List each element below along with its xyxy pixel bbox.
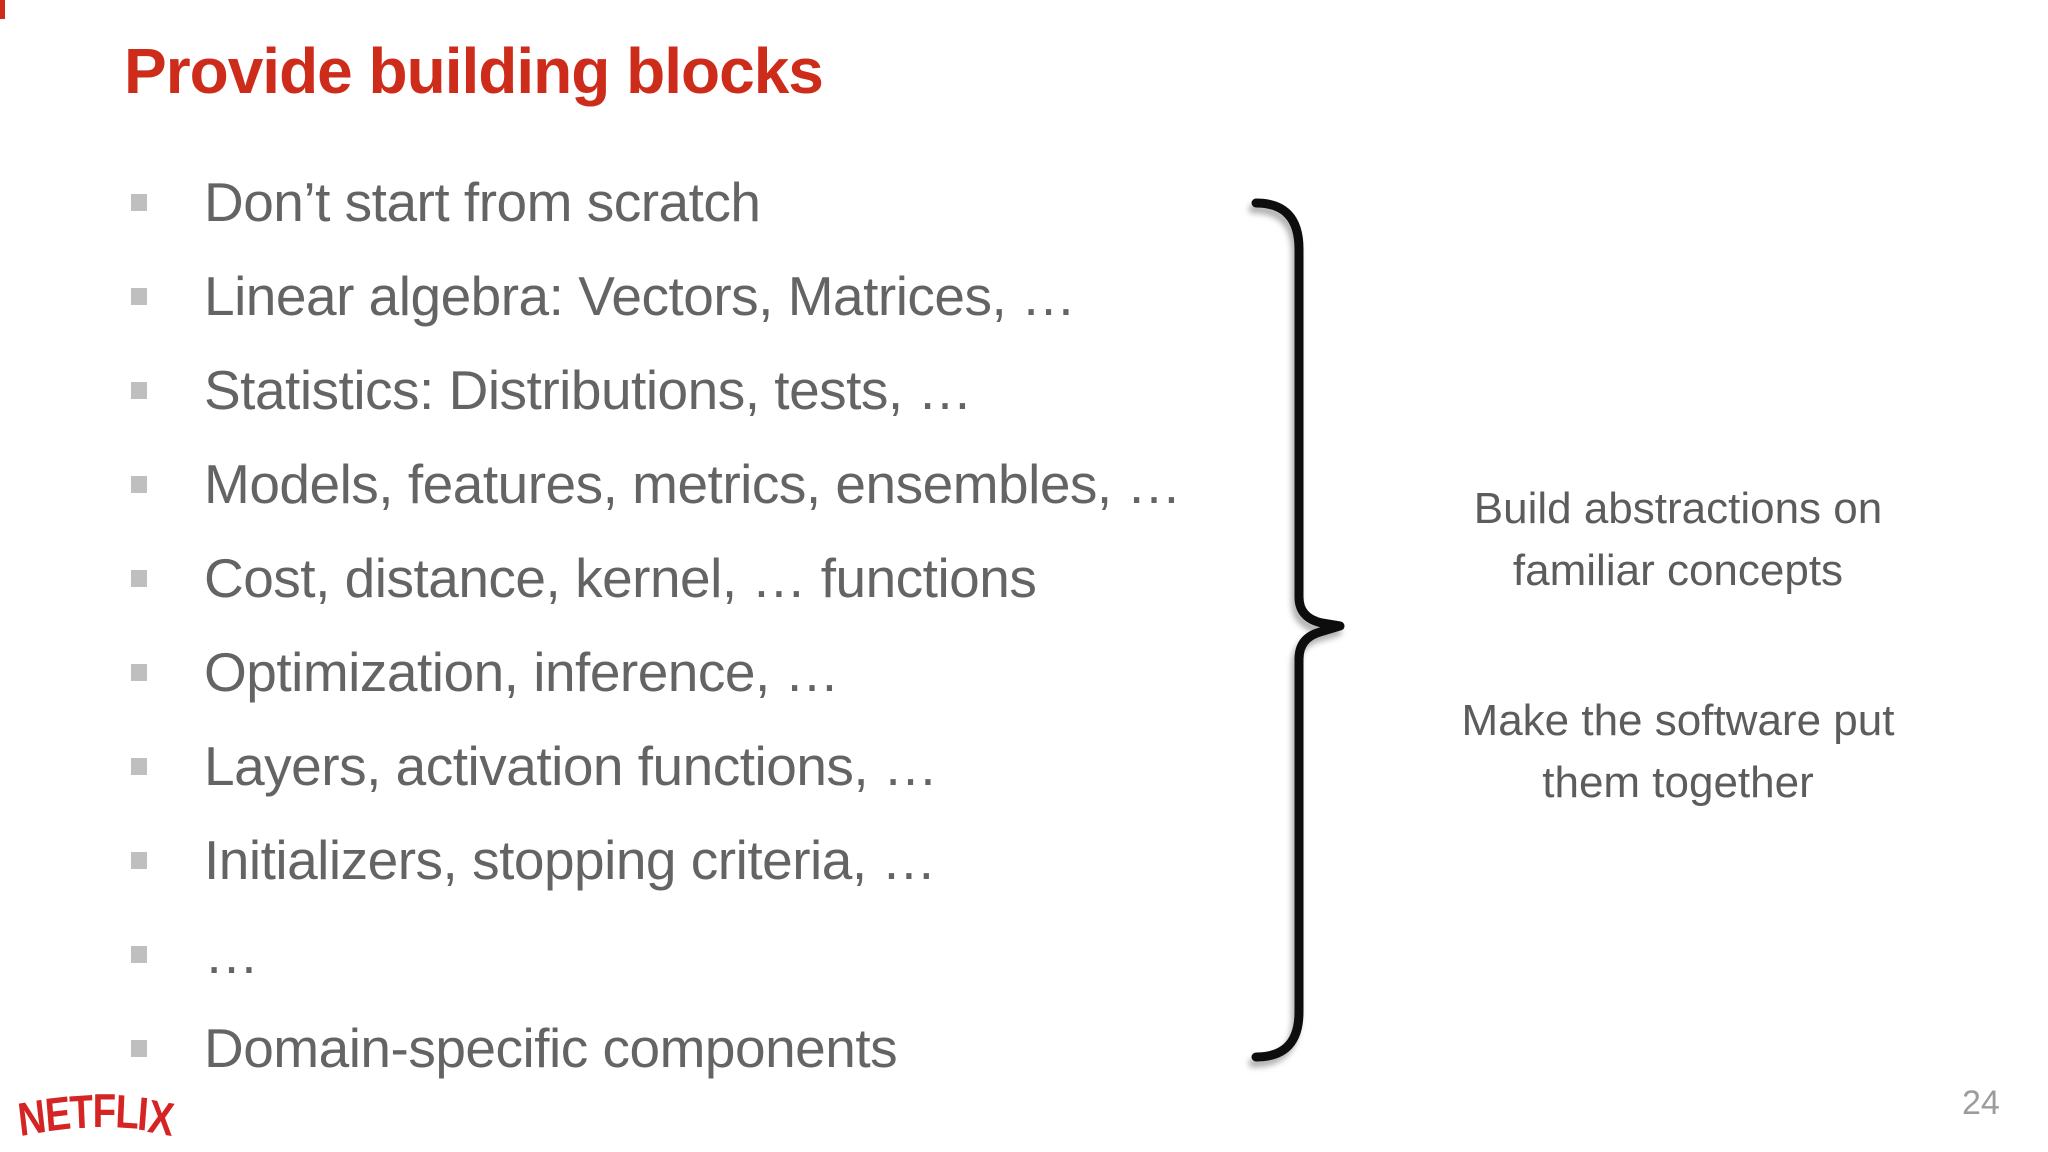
list-item-label: Layers, activation functions, … (204, 735, 938, 797)
list-item-label: Initializers, stopping criteria, … (204, 829, 936, 891)
bullet-square-icon (131, 381, 147, 399)
netflix-logo-letter: E (42, 1085, 72, 1142)
annotation-make-software: Make the software put them together (1461, 696, 1895, 807)
list-item-label: … (204, 923, 259, 985)
list-item: Cost, distance, kernel, … functions (131, 531, 1281, 625)
list-item: Statistics: Distributions, tests, … (131, 343, 1281, 437)
corner-red-mark (0, 0, 5, 19)
list-item-label: Statistics: Distributions, tests, … (204, 359, 973, 421)
list-item: Don’t start from scratch (131, 155, 1281, 249)
bullet-square-icon (131, 757, 147, 775)
slide-title: Provide building blocks (124, 35, 824, 107)
list-item: Layers, activation functions, … (131, 719, 1281, 813)
list-item-label: Domain-specific components (204, 1017, 898, 1079)
list-item: Optimization, inference, … (131, 625, 1281, 719)
page-number: 24 (1962, 1084, 2000, 1122)
bullet-square-icon (131, 193, 147, 211)
bullet-square-icon (131, 945, 147, 963)
netflix-logo-letter: X (145, 1089, 176, 1146)
list-item: … (131, 907, 1281, 1001)
bullet-square-icon (131, 569, 147, 587)
bullet-square-icon (131, 663, 147, 681)
list-item: Models, features, metrics, ensembles, … (131, 437, 1281, 531)
list-item-label: Don’t start from scratch (204, 171, 761, 233)
annotation-build-abstractions: Build abstractions on familiar concepts (1473, 484, 1883, 595)
list-item: Linear algebra: Vectors, Matrices, … (131, 249, 1281, 343)
bullet-square-icon (131, 475, 147, 493)
list-item-label: Cost, distance, kernel, … functions (204, 547, 1037, 609)
list-item: Initializers, stopping criteria, … (131, 813, 1281, 907)
bullet-square-icon (131, 851, 147, 869)
list-item-label: Optimization, inference, … (204, 641, 840, 703)
netflix-logo-letter: F (92, 1084, 117, 1137)
bullet-square-icon (131, 1039, 147, 1057)
list-item: Domain-specific components (131, 1001, 1281, 1095)
list-item-label: Models, features, metrics, ensembles, … (204, 453, 1181, 515)
bullet-list: Don’t start from scratch Linear algebra:… (131, 155, 1281, 1095)
list-item-label: Linear algebra: Vectors, Matrices, … (204, 265, 1076, 327)
bullet-square-icon (131, 287, 147, 305)
netflix-logo-letter: T (68, 1084, 94, 1139)
